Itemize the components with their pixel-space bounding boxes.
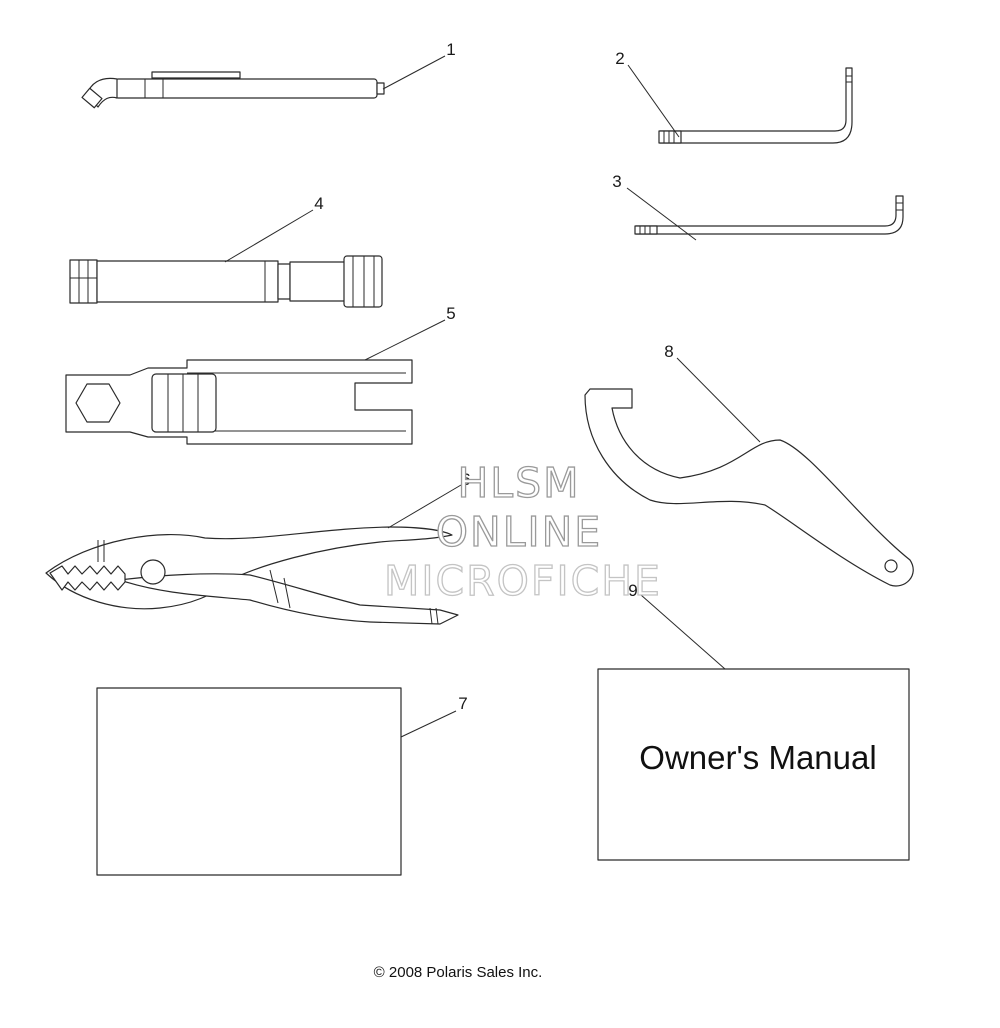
part-4-spark-plug-socket xyxy=(69,255,383,308)
callout-2: 2 xyxy=(615,49,624,68)
part-7-blank-card xyxy=(96,687,402,876)
watermark-line-1: HLSM xyxy=(457,459,580,507)
callout-1: 1 xyxy=(446,40,455,59)
watermark-line-3: MICROFICHE xyxy=(384,557,662,605)
part-5-flat-wrench xyxy=(65,359,413,445)
copyright-notice: © 2008 Polaris Sales Inc. xyxy=(374,964,543,981)
part-9-owners-manual: Owner's Manual xyxy=(597,668,910,861)
callout-5: 5 xyxy=(446,304,455,323)
part-6-pliers xyxy=(45,526,459,625)
watermark-line-2: ONLINE xyxy=(436,508,602,556)
leader-lines xyxy=(224,55,761,738)
watermark: HLSM ONLINE MICROFICHE xyxy=(383,458,662,605)
callout-4: 4 xyxy=(314,194,323,213)
callout-6: 6 xyxy=(461,470,470,489)
part-2-hex-key xyxy=(658,67,853,144)
callout-8: 8 xyxy=(664,342,673,361)
callout-7: 7 xyxy=(458,694,467,713)
manual-title: Owner's Manual xyxy=(639,739,876,776)
callout-numbers: 1 2 3 4 5 6 7 8 9 xyxy=(314,40,673,713)
callout-9: 9 xyxy=(628,581,637,600)
callout-3: 3 xyxy=(612,172,621,191)
part-3-hex-key xyxy=(634,195,904,235)
part-1-pressure-gauge xyxy=(81,71,385,109)
part-8-spanner-wrench xyxy=(584,388,914,587)
